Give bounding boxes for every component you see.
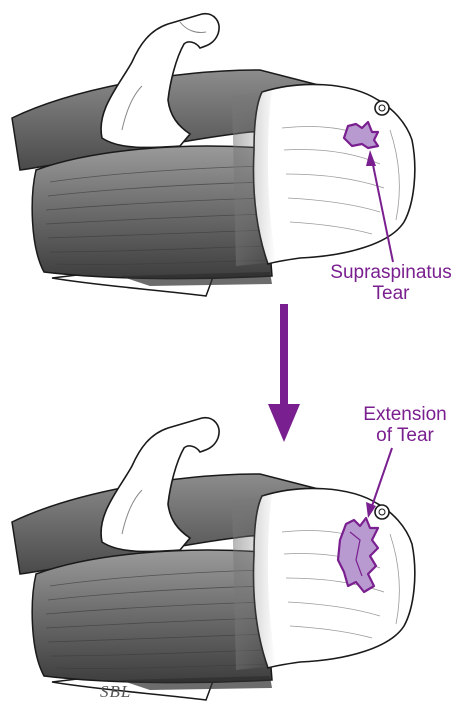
extension-label-line2: of Tear <box>344 425 466 446</box>
supraspinatus-label-line2: Tear <box>312 283 470 304</box>
supraspinatus-label-line1: Supraspinatus <box>312 262 470 283</box>
extension-of-tear-label: Extension of Tear <box>344 404 466 446</box>
supraspinatus-tear-label: Supraspinatus Tear <box>312 262 470 304</box>
progression-arrow <box>268 304 300 442</box>
humeral-head <box>254 84 415 264</box>
shoulder-before <box>12 14 415 296</box>
extension-pointer-line <box>372 448 392 506</box>
artist-signature: SBL <box>100 682 131 702</box>
humeral-head-2 <box>254 488 415 668</box>
shoulder-after <box>12 418 415 700</box>
extension-label-line1: Extension <box>344 404 466 425</box>
